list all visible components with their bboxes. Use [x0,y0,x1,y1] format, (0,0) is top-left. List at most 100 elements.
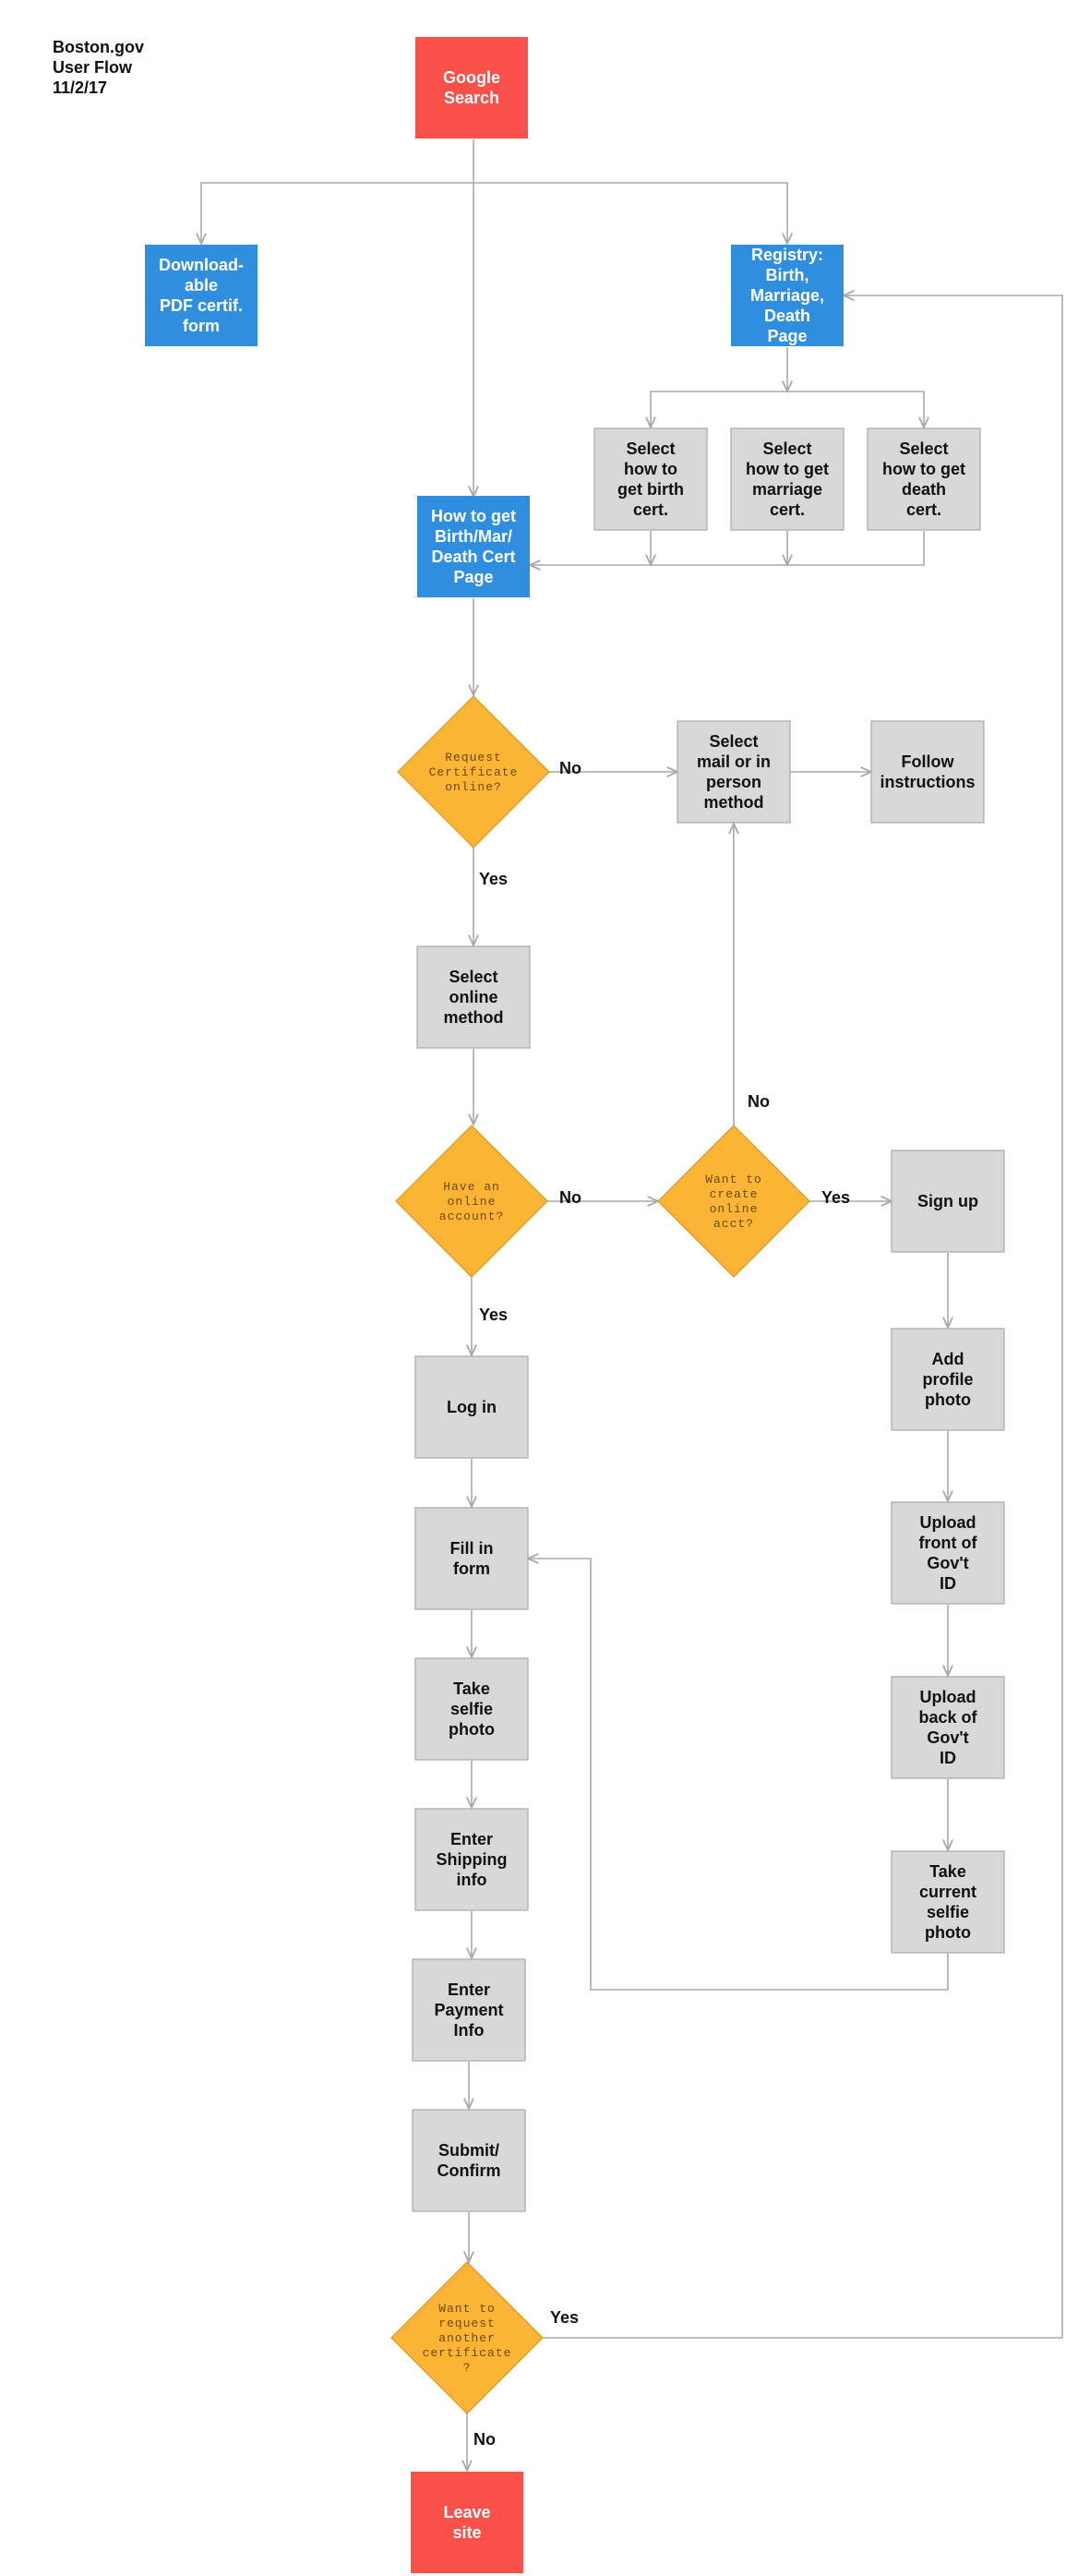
process-box [416,945,531,1049]
node-label-line: cert. [906,500,941,519]
node-label: Sign up [917,1192,978,1210]
process-box [870,720,985,824]
connector-line [530,531,925,565]
process-box [891,1676,1005,1779]
node-label-line: Take [929,1862,966,1881]
node-label-line: site [452,2523,481,2542]
node-label-line: Gov't [927,1728,968,1747]
node-label-line: Certificate [429,765,519,779]
connector-layer [201,139,1063,2471]
node-label-line: Payment [434,2001,503,2019]
node-label-line: Page [767,327,807,345]
process-box [677,720,791,824]
node-label-line: Select [899,439,948,458]
node-label-line: photo [925,1923,971,1942]
node-label-line: method [704,793,764,812]
title-line-1: Boston.gov [53,38,144,56]
node-label-line: request [438,2317,496,2330]
node-label-line: Add [932,1350,964,1368]
node-label-line: how to [624,460,677,478]
node-label: Log in [447,1398,497,1416]
node-label-line: online [448,1195,497,1209]
node-label-line: Sign up [917,1192,978,1210]
decision-diamond [395,1125,548,1278]
node-label-line: Shipping [437,1850,508,1869]
node-label-line: Have an [443,1180,500,1194]
edge-label-yes: Yes [479,1306,508,1324]
node-label-line: acct? [713,1217,754,1231]
process-box [412,1958,526,2062]
node-label-line: Page [453,568,493,586]
node-label-line: selfie [450,1700,493,1718]
node-label-line: Download- [159,256,244,274]
node-label-line: Google [443,68,500,87]
node-label-line: Gov't [927,1554,968,1572]
node-label-line: method [444,1008,504,1027]
edge-label-no: No [559,759,581,777]
process-box [414,1355,529,1459]
connector-line [201,182,473,244]
node-label: Submit/Confirm [437,2141,501,2180]
node-label-line: Fill in [450,1539,494,1558]
node-label-line: Want to [705,1173,762,1186]
process-box [867,427,981,531]
node-label-line: Select [709,732,758,751]
process-box [414,1507,529,1610]
node-label-line: form [183,317,220,335]
node-label-line: ID [940,1749,956,1767]
node-label-line: back of [918,1708,977,1727]
node-label-line: Marriage, [750,286,824,305]
node-label-line: Log in [447,1398,497,1416]
edge-label-yes: Yes [479,870,508,888]
node-label-line: how to get [746,460,829,478]
node-label-line: online [710,1202,759,1216]
node-label-line: profile [922,1370,973,1389]
node-label-line: ID [940,1574,956,1593]
node-label-line: photo [925,1390,971,1409]
node-label-line: form [453,1559,490,1578]
node-label-line: Enter [450,1830,493,1848]
node-label-line: Confirm [437,2161,501,2180]
node-label-line: Info [454,2021,485,2040]
decision-diamond [390,2261,544,2414]
node-label-line: Follow [902,752,955,771]
node-label-line: mail or in [697,752,771,771]
node-label-line: online [449,988,498,1006]
connector-line [473,182,787,244]
process-box [593,427,708,531]
node-label-line: Select [626,439,675,458]
node-label-line: How to get [431,507,516,525]
node-label-line: account? [439,1210,504,1223]
process-box [414,1808,529,1911]
page-box [731,245,844,346]
page-box [145,245,258,346]
